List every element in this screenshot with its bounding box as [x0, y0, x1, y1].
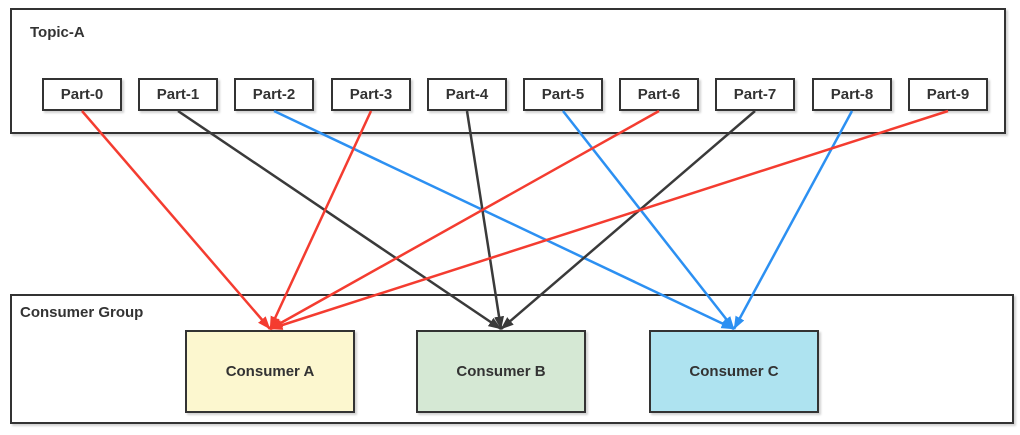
consumer-group-label: Consumer Group: [20, 304, 144, 321]
partition-box-part-8: Part-8: [812, 78, 892, 111]
partition-box-part-4: Part-4: [427, 78, 507, 111]
partition-box-part-9: Part-9: [908, 78, 988, 111]
partition-box-part-2: Part-2: [234, 78, 314, 111]
topic-a-container: Topic-A: [10, 8, 1006, 134]
topic-a-label: Topic-A: [30, 24, 85, 41]
partition-box-part-1: Part-1: [138, 78, 218, 111]
consumer-box-consumer-a: Consumer A: [185, 330, 355, 413]
partition-box-part-6: Part-6: [619, 78, 699, 111]
partition-box-part-0: Part-0: [42, 78, 122, 111]
partition-box-part-7: Part-7: [715, 78, 795, 111]
consumer-box-consumer-b: Consumer B: [416, 330, 586, 413]
partition-box-part-5: Part-5: [523, 78, 603, 111]
consumer-box-consumer-c: Consumer C: [649, 330, 819, 413]
partition-box-part-3: Part-3: [331, 78, 411, 111]
